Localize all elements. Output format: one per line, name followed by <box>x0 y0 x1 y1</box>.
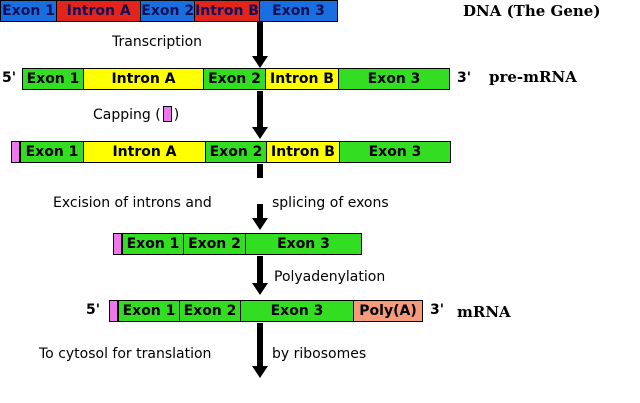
dna-intron-a: Intron A <box>56 0 142 22</box>
dna-intron-b: Intron B <box>194 0 260 22</box>
step-transcription: Transcription <box>112 34 203 50</box>
capping-label: Capping ( <box>93 107 161 123</box>
step-to-cytosol: To cytosol for translation <box>39 346 212 362</box>
mrna-five-prime-cap <box>109 300 118 322</box>
pre-mrna-intron-a: Intron A <box>83 68 204 90</box>
pre-mrna-exon-1: Exon 1 <box>22 68 84 90</box>
mrna-3-prime: 3' <box>430 302 445 318</box>
spliced-exon-1: Exon 1 <box>122 233 184 255</box>
step-capping: Capping () <box>93 106 179 124</box>
pre-mrna-exon-3: Exon 3 <box>338 68 450 90</box>
arrow-transcription <box>252 22 268 68</box>
pre-mrna-exon-2: Exon 2 <box>203 68 266 90</box>
pre-mrna-label: pre-mRNA <box>489 68 577 86</box>
dna-strand: Exon 1 Intron A Exon 2 Intron B Exon 3 <box>0 0 339 22</box>
step-excision: Excision of introns and <box>53 195 212 211</box>
mrna-label: mRNA <box>457 303 511 321</box>
capped-intron-b: Intron B <box>266 141 340 163</box>
pre-mrna-3-prime: 3' <box>457 70 472 86</box>
cap-legend-swatch <box>162 106 172 122</box>
mrna-exon-1: Exon 1 <box>118 300 180 322</box>
mrna-exon-2: Exon 2 <box>179 300 241 322</box>
spliced-exon-3: Exon 3 <box>245 233 362 255</box>
capping-label-close: ) <box>173 107 180 123</box>
dna-exon-3: Exon 3 <box>258 0 339 22</box>
mrna-5-prime: 5' <box>86 302 101 318</box>
step-by-ribosomes: by ribosomes <box>272 346 367 362</box>
mature-mrna-strand: Exon 1 Exon 2 Exon 3 Poly(A) <box>109 300 423 322</box>
mrna-exon-3: Exon 3 <box>240 300 354 322</box>
arrow-capping <box>252 91 268 139</box>
capped-exon-2: Exon 2 <box>205 141 267 163</box>
spliced-exon-2: Exon 2 <box>183 233 246 255</box>
spliced-five-prime-cap <box>113 233 122 255</box>
arrow-splicing <box>252 164 268 230</box>
pre-mrna-intron-b: Intron B <box>265 68 339 90</box>
pre-mrna-strand: Exon 1 Intron A Exon 2 Intron B Exon 3 <box>22 68 450 90</box>
pre-mrna-5-prime: 5' <box>2 70 17 86</box>
capped-pre-mrna-strand: Exon 1 Intron A Exon 2 Intron B Exon 3 <box>11 141 451 163</box>
dna-label: DNA (The Gene) <box>463 2 601 20</box>
capped-exon-1: Exon 1 <box>20 141 84 163</box>
dna-exon-2: Exon 2 <box>140 0 196 22</box>
poly-a-tail: Poly(A) <box>353 300 423 322</box>
arrow-polyadenylation <box>252 256 268 295</box>
capped-intron-a: Intron A <box>83 141 206 163</box>
arrow-translation <box>252 323 268 378</box>
step-polyadenylation: Polyadenylation <box>274 269 386 285</box>
five-prime-cap <box>11 141 20 163</box>
spliced-mrna-strand: Exon 1 Exon 2 Exon 3 <box>113 233 362 255</box>
step-splicing: splicing of exons <box>272 195 389 211</box>
capped-exon-3: Exon 3 <box>339 141 451 163</box>
dna-exon-1: Exon 1 <box>0 0 58 22</box>
